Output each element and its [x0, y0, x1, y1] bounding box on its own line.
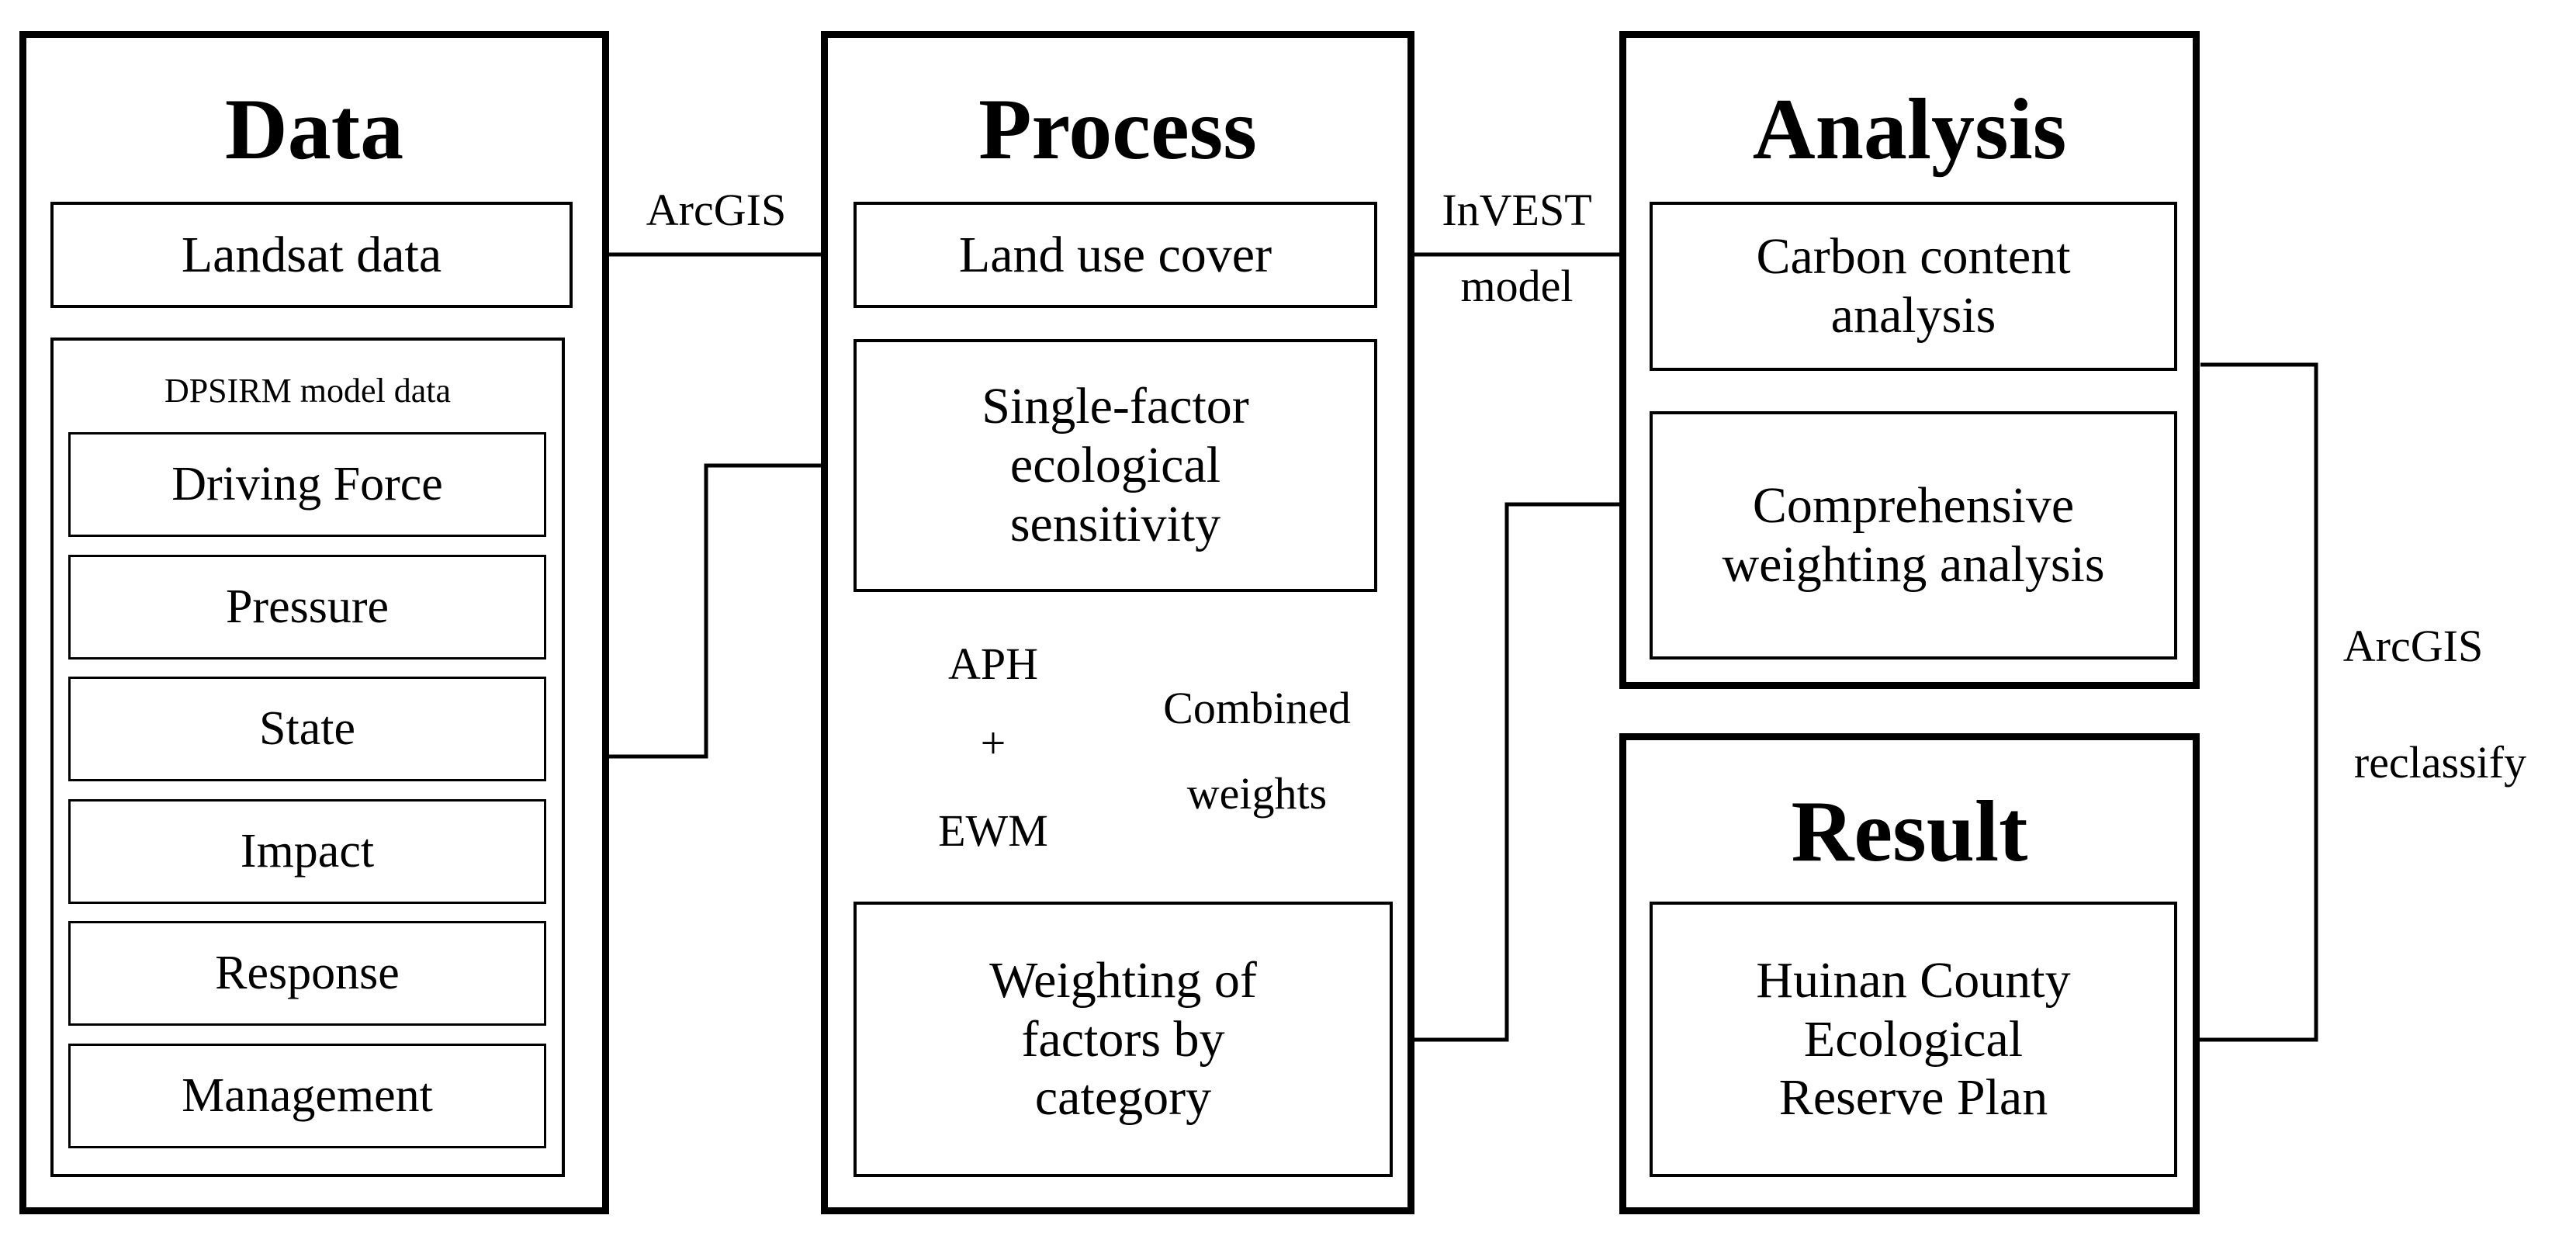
process-panel-title: Process: [978, 81, 1257, 178]
label-aph: APH: [947, 639, 1039, 689]
dpsirm-item-response: Response: [68, 921, 546, 1026]
label-reclassify: reclassify: [2353, 737, 2527, 788]
analysis-panel-title: Analysis: [1752, 81, 2067, 178]
dpsirm-item-impact: Impact: [68, 799, 546, 904]
dpsirm-item-pressure: Pressure: [68, 555, 546, 660]
result-panel-title: Result: [1791, 784, 2028, 880]
land-use-cover-box: Land use cover: [853, 202, 1377, 308]
weighting-of-factors-box: Weighting of factors by category: [853, 902, 1393, 1177]
dpsirm-title: DPSIRM model data: [164, 372, 452, 410]
label-plus: +: [980, 718, 1006, 768]
landsat-data-box: Landsat data: [50, 202, 573, 308]
data-panel-title: Data: [224, 81, 404, 178]
ecological-reserve-plan-box: Huinan County Ecological Reserve Plan: [1650, 902, 2177, 1177]
label-arcgis-right: ArcGIS: [2342, 621, 2484, 671]
dpsirm-item-state: State: [68, 677, 546, 781]
label-weights: weights: [1186, 768, 1328, 819]
comprehensive-weighting-analysis-box: Comprehensive weighting analysis: [1650, 411, 2177, 660]
label-ewm: EWM: [938, 805, 1048, 856]
arrow-carbon-to-result: [2172, 362, 2318, 1044]
label-model: model: [1460, 261, 1574, 311]
label-arcgis-top: ArcGIS: [646, 185, 787, 235]
label-invest: InVEST: [1442, 185, 1592, 235]
single-factor-sensitivity-box: Single-factor ecological sensitivity: [853, 339, 1377, 592]
arrow-weighting-to-comprehensive: [1393, 500, 1653, 1042]
label-combined: Combined: [1163, 683, 1351, 733]
dpsirm-item-driving-force: Driving Force: [68, 432, 546, 537]
dpsirm-item-management: Management: [68, 1044, 546, 1148]
carbon-content-analysis-box: Carbon content analysis: [1650, 202, 2177, 371]
arrow-state-to-single-factor: [565, 462, 858, 759]
